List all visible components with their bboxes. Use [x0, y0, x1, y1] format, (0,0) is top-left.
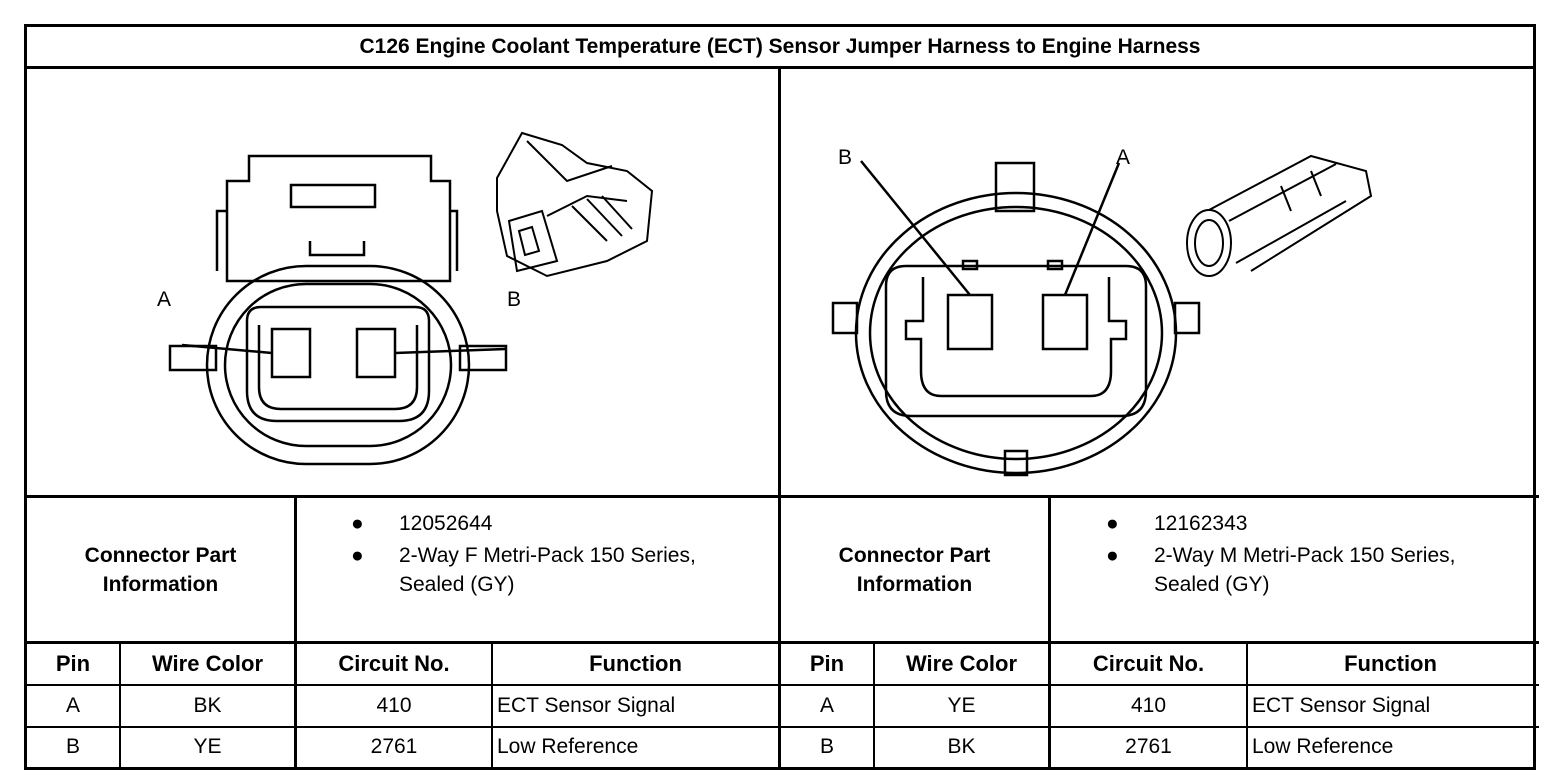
- col-rule: [873, 643, 875, 767]
- col-rule: [1246, 643, 1248, 767]
- table-top-rule: [27, 641, 1539, 644]
- col-rule: [294, 643, 297, 767]
- table-cell: B: [819, 735, 834, 758]
- center-divider: [778, 69, 781, 759]
- table-cell: Low Reference: [497, 735, 639, 758]
- female-connector-face: [168, 154, 508, 466]
- table-cell: ECT Sensor Signal: [1252, 694, 1431, 717]
- col-rule: [119, 643, 121, 767]
- left-part-number-item: ● 12052644: [351, 509, 771, 538]
- part-number: 12162343: [1154, 512, 1248, 535]
- bullet-icon: ●: [351, 512, 364, 535]
- table-cell: YE: [193, 735, 222, 758]
- description-line1: 2-Way M Metri-Pack 150 Series,: [1154, 544, 1456, 567]
- right-header-pin: Pin: [809, 651, 845, 676]
- col-rule: [778, 643, 781, 767]
- male-connector-face: [831, 160, 1201, 477]
- table-cell: 410: [1130, 694, 1167, 717]
- description-line2: Sealed (GY): [1154, 573, 1270, 596]
- table-cell: YE: [947, 694, 976, 717]
- description-line2: Sealed (GY): [399, 573, 515, 596]
- left-header-circuit: Circuit No.: [338, 651, 450, 676]
- row-rule: [27, 726, 1539, 728]
- left-header-pin: Pin: [55, 651, 91, 676]
- table-cell: 2761: [1125, 735, 1172, 758]
- left-header-function: Function: [589, 651, 682, 676]
- header-rule: [27, 684, 1539, 686]
- connector-diagram-frame: C126 Engine Coolant Temperature (ECT) Se…: [24, 24, 1539, 770]
- female-pin-a-label: A: [157, 288, 172, 311]
- table-cell: 2761: [370, 735, 418, 758]
- right-header-circuit: Circuit No.: [1092, 651, 1205, 676]
- male-pin-a-label: A: [1116, 146, 1131, 169]
- right-header-wire-color: Wire Color: [905, 651, 1018, 676]
- table-cell: A: [819, 694, 834, 717]
- part-number: 12052644: [399, 512, 493, 535]
- female-connector-isometric-icon: [496, 131, 654, 278]
- male-connector-face-drawing: [831, 154, 1373, 477]
- label-line: Information: [102, 573, 219, 596]
- info-left-divider: [294, 497, 297, 643]
- col-rule: [491, 643, 493, 767]
- diagram-title: C126 Engine Coolant Temperature (ECT) Se…: [27, 27, 1533, 69]
- male-pin-b-label: B: [838, 146, 853, 169]
- label-line: Information: [856, 573, 973, 596]
- right-part-number-item: ● 12162343: [1106, 509, 1526, 538]
- bullet-icon: ●: [1106, 544, 1119, 567]
- label-line: Connector Part: [84, 544, 237, 567]
- table-cell: ECT Sensor Signal: [497, 694, 676, 717]
- drawing-bottom-rule: [27, 495, 1539, 498]
- table-cell: 410: [376, 694, 412, 717]
- female-connector-face-drawing: [168, 131, 654, 466]
- right-description-item: ● 2-Way M Metri-Pack 150 Series, Sealed …: [1106, 541, 1526, 601]
- bullet-icon: ●: [351, 544, 364, 567]
- info-right-divider: [1048, 497, 1051, 643]
- table-cell: B: [65, 735, 80, 758]
- description-line1: 2-Way F Metri-Pack 150 Series,: [399, 544, 696, 567]
- left-connector-part-info-label: Connector Part Information: [27, 541, 294, 599]
- table-cell: BK: [947, 735, 976, 758]
- table-cell: A: [65, 694, 80, 717]
- right-connector-part-info-label: Connector Part Information: [781, 541, 1048, 599]
- female-pin-b-label: B: [507, 288, 522, 311]
- table-cell: BK: [193, 694, 222, 717]
- col-rule: [1048, 643, 1051, 767]
- right-header-function: Function: [1344, 651, 1437, 676]
- left-description-item: ● 2-Way F Metri-Pack 150 Series, Sealed …: [351, 541, 771, 601]
- table-cell: Low Reference: [1252, 735, 1394, 758]
- label-line: Connector Part: [838, 544, 991, 567]
- bullet-icon: ●: [1106, 512, 1119, 535]
- left-header-wire-color: Wire Color: [151, 651, 264, 676]
- male-connector-isometric-icon: [1186, 154, 1373, 277]
